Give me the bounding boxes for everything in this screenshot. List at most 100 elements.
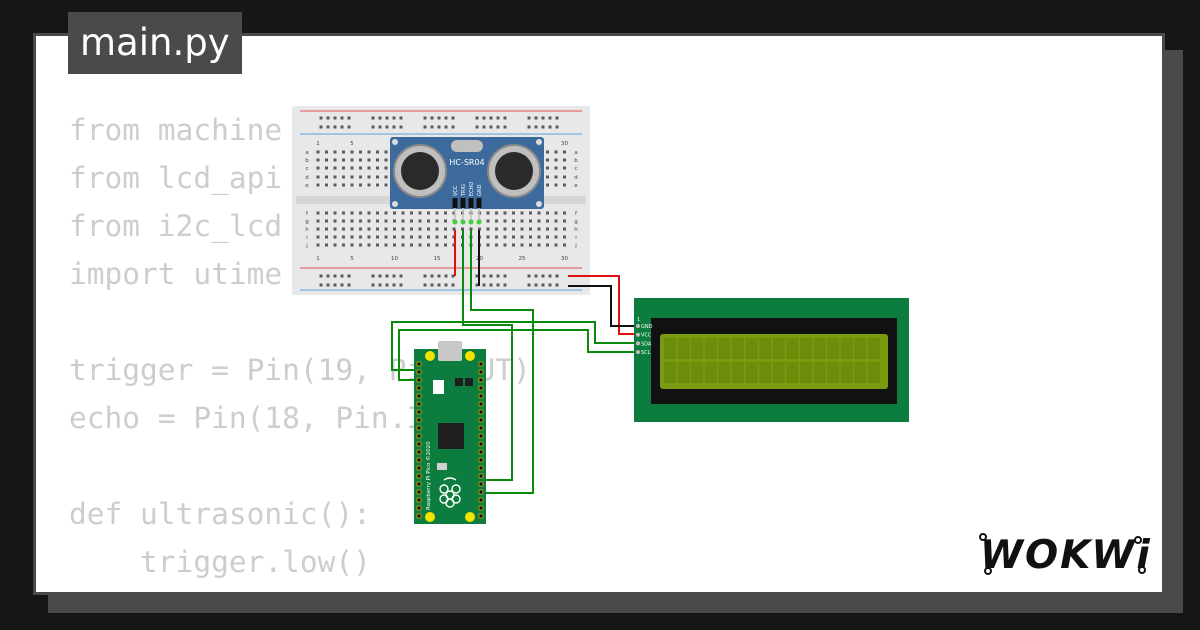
breadboard-hole [563, 166, 566, 170]
breadboard-hole [384, 235, 388, 239]
rail-hole [444, 116, 448, 120]
breadboard-hole [316, 235, 320, 239]
pico-pin [416, 449, 422, 455]
breadboard-hole [393, 227, 396, 231]
breadboard-hole [427, 219, 430, 223]
rail-hole [541, 283, 545, 287]
component [455, 378, 463, 386]
column-label: 1 [316, 141, 320, 147]
breadboard-hole [401, 235, 405, 239]
rail-hole [444, 274, 448, 278]
breadboard-hole [418, 235, 422, 239]
rail-hole [378, 125, 382, 129]
lcd-cell [691, 338, 704, 359]
pico-pin [416, 433, 422, 439]
rail-hole [326, 125, 330, 129]
raspberry-logo-icon [439, 477, 461, 508]
breadboard-hole [367, 243, 371, 247]
breadboard-hole [376, 158, 379, 162]
breadboard-hole [503, 235, 507, 239]
breadboard-hole [342, 235, 345, 239]
breadboard-hole [359, 166, 362, 170]
breadboard-hole [444, 235, 447, 239]
row-label: f [306, 211, 309, 217]
pico-pin [416, 457, 422, 463]
breadboard-hole [512, 235, 515, 239]
rail-hole [496, 116, 500, 120]
pico-pin [478, 417, 484, 423]
pico-board[interactable]: Raspberry Pi Pico ©2020 [414, 341, 486, 524]
breadboard-hole [529, 219, 532, 223]
lcd-cell [786, 338, 799, 359]
pico-pin [416, 489, 422, 495]
breadboard-hole [520, 227, 524, 231]
breadboard-hole [325, 166, 328, 170]
breadboard-hole [342, 227, 345, 231]
breadboard-hole [554, 227, 558, 231]
lcd-cell [827, 362, 840, 383]
lcd-cell [704, 362, 717, 383]
lcd-cell [854, 362, 867, 383]
breadboard-hole [495, 235, 498, 239]
breadboard-hole [554, 243, 558, 247]
row-label: b [305, 158, 309, 164]
breadboard-hole [418, 211, 422, 215]
breadboard-hole [376, 166, 379, 170]
row-label: c [305, 166, 308, 172]
rail-hole [475, 274, 479, 278]
breadboard-hole [537, 211, 541, 215]
rail-hole [527, 274, 531, 278]
wire-lcd-gnd [568, 285, 636, 327]
breadboard-hole [546, 243, 549, 247]
breadboard-hole [554, 166, 558, 170]
rail-hole [326, 116, 330, 120]
breadboard-hole [376, 227, 379, 231]
pico-pin [478, 465, 484, 471]
lcd-cell [840, 362, 853, 383]
sensor-pin [468, 198, 474, 208]
breadboard-hole [367, 158, 371, 162]
row-label: a [574, 150, 577, 156]
row-label: b [574, 158, 578, 164]
mount-hole [392, 201, 398, 207]
row-label: j [574, 243, 577, 249]
bootsel-button [433, 380, 444, 394]
breadboard-hole [350, 219, 354, 223]
wokwi-logo[interactable]: WOKWi [978, 530, 1153, 580]
breadboard-hole [495, 227, 498, 231]
breadboard-hole [537, 219, 541, 223]
lcd-cell [827, 338, 840, 359]
pico-pin [416, 417, 422, 423]
rail-hole [430, 274, 434, 278]
breadboard-hole [546, 150, 549, 154]
logo-node-icon [984, 567, 992, 575]
breadboard-hole [350, 235, 354, 239]
file-tab[interactable]: main.py [68, 12, 242, 74]
lcd-cell [786, 362, 799, 383]
breadboard-hole [529, 235, 532, 239]
breadboard-hole [367, 211, 371, 215]
usb-port [438, 341, 462, 361]
breadboard-hole [325, 175, 328, 179]
breadboard-hole [401, 227, 405, 231]
rail-hole [340, 274, 344, 278]
column-label: 1 [316, 256, 320, 262]
breadboard-hole [563, 183, 566, 187]
breadboard-hole [359, 227, 362, 231]
lcd-cell [691, 362, 704, 383]
breadboard-hole [342, 150, 345, 154]
led [437, 463, 447, 470]
breadboard-hole [520, 243, 524, 247]
lcd-cell [718, 362, 731, 383]
pin-connection [468, 219, 474, 225]
rail-hole [555, 116, 559, 120]
rail-hole [555, 125, 559, 129]
rail-hole [437, 116, 441, 120]
rail-hole [437, 125, 441, 129]
breadboard-hole [435, 235, 439, 239]
sensor-pin-label: TRIG [461, 184, 467, 197]
